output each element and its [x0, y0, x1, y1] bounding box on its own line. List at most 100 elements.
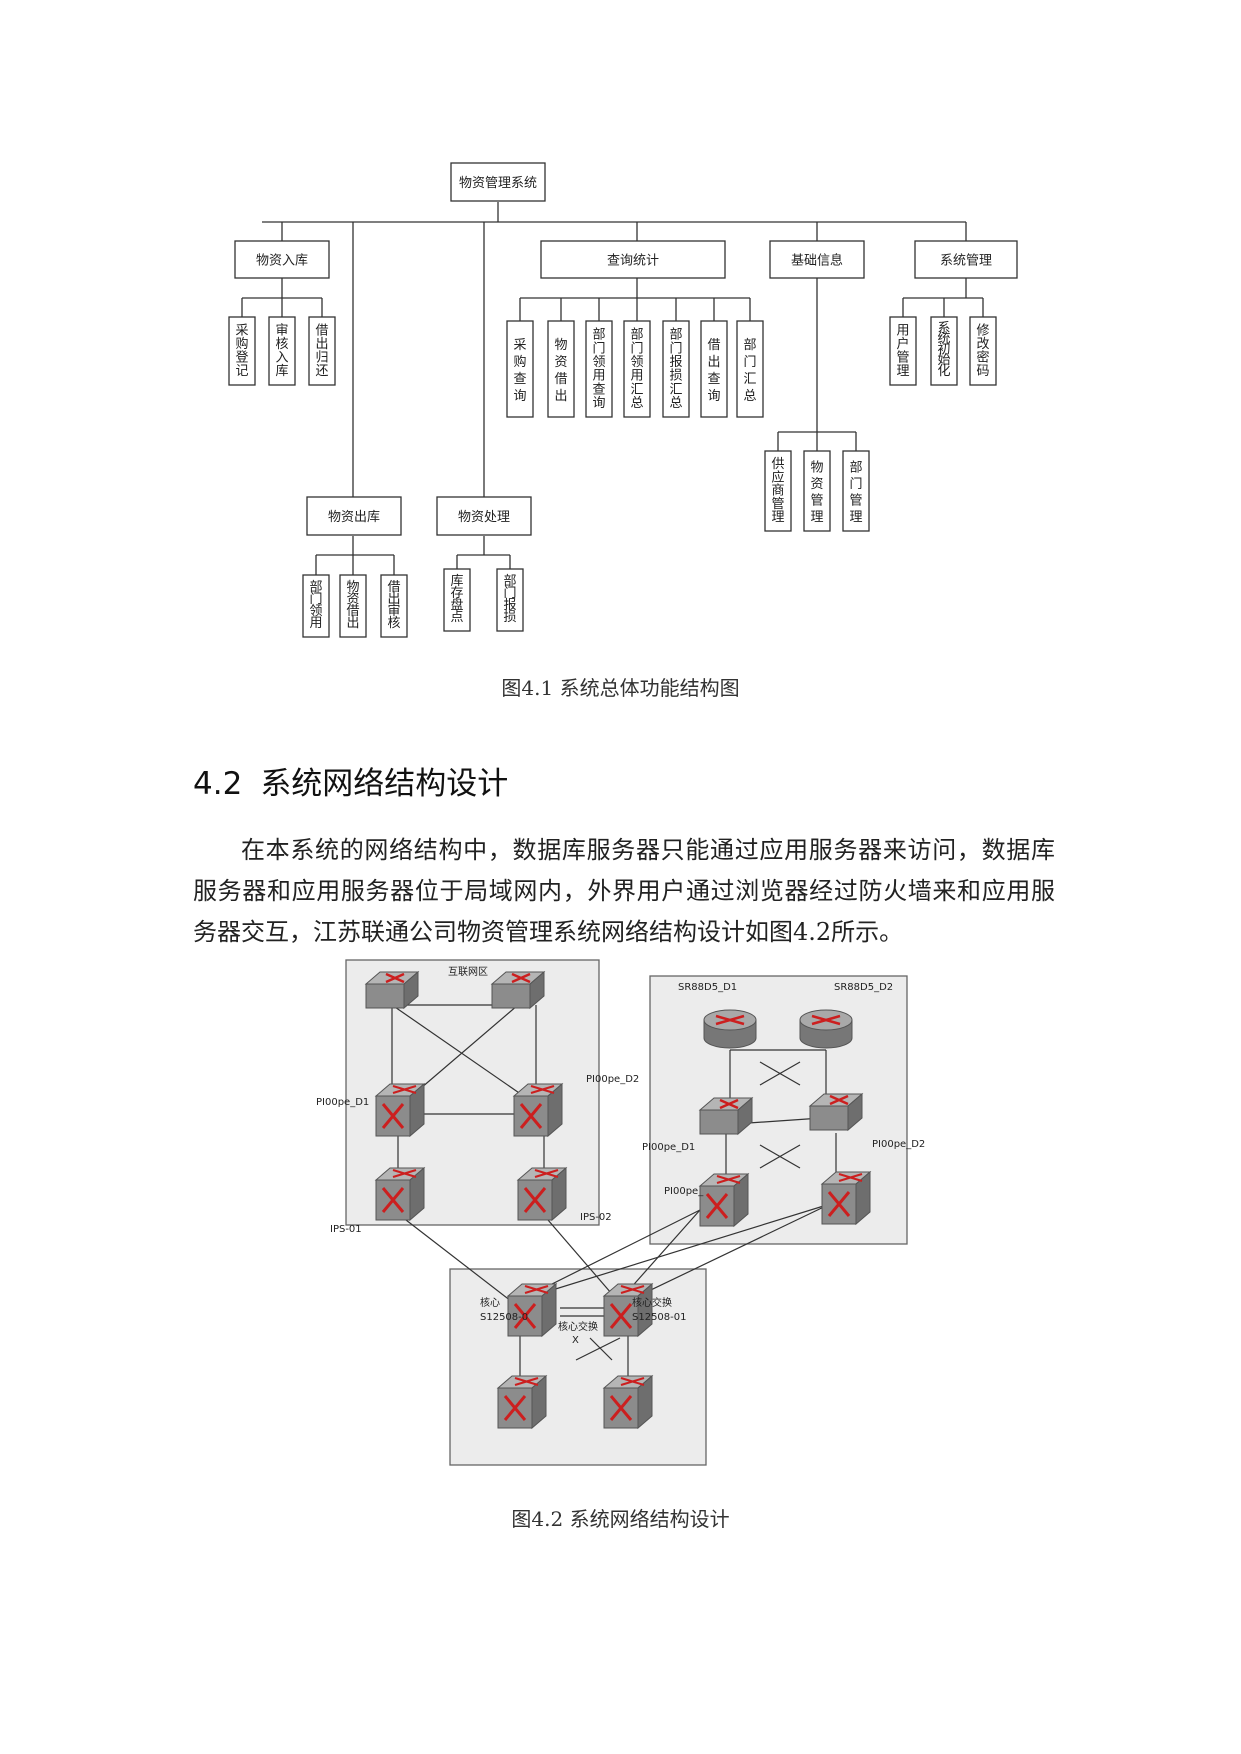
module-2-child-0-box — [443, 568, 471, 632]
module-1-child-0: 部门领用 — [309, 580, 322, 631]
label-pi-d1-left: PI00pe_D1 — [316, 1097, 369, 1108]
module-1-box — [306, 496, 402, 536]
module-5-child-0-box — [889, 316, 917, 386]
module-5-child-1: 系统初始化 — [937, 321, 950, 379]
zone-internet — [345, 959, 600, 1226]
router-zone-hub-1 — [698, 1096, 754, 1136]
module-2-child-1-box — [496, 568, 524, 632]
figure-caption-4-1: 图4.1 系统总体功能结构图 — [501, 676, 740, 700]
module-3-child-2-box — [585, 320, 613, 418]
module-3-box — [540, 240, 726, 279]
module-4-child-0-box — [764, 450, 792, 532]
router-sr-d2 — [798, 1008, 854, 1050]
router-sr-d1 — [702, 1008, 758, 1050]
label-core-right-a: 核心交换 — [632, 1296, 672, 1309]
module-3-child-1-box — [547, 320, 575, 418]
zone-internet-title: 互联网区 — [448, 966, 488, 978]
chart-root-box — [450, 162, 546, 202]
label-core-left-a: 核心 — [480, 1296, 500, 1309]
module-0-box — [234, 240, 330, 279]
module-0-child-2: 借出归还 — [315, 324, 328, 380]
module-1-child-1: 物资借出 — [346, 580, 359, 631]
module-2-box — [436, 496, 532, 536]
label-core-left-b: S12508-0 — [480, 1312, 528, 1323]
module-1-child-2-box — [380, 574, 408, 638]
label-core-right-b: S12508-01 — [632, 1312, 687, 1323]
module-3-child-0: 采购查询 — [513, 338, 526, 404]
module-3-child-3: 部门领用汇总 — [630, 328, 643, 411]
chart-root: 物资管理系统 — [459, 176, 537, 191]
module-1-child-0-box — [302, 574, 330, 638]
label-core-mid-a: 核心交换 — [558, 1320, 598, 1333]
zone-router — [649, 975, 908, 1245]
module-2-child-0: 库存盘点 — [450, 573, 463, 625]
module-0-child-0: 采购登记 — [235, 324, 248, 380]
module-1-child-1-box — [339, 574, 367, 638]
core-switch-left — [506, 1282, 558, 1338]
network-links — [391, 1004, 837, 1380]
module-3-child-0-box — [506, 320, 534, 418]
module-0-child-1-box — [268, 316, 296, 386]
module-5-box — [914, 240, 1018, 279]
label-pi-d2-left: PI00pe_D2 — [586, 1074, 639, 1085]
module-0-child-0-box — [228, 316, 256, 386]
internet-hub-1 — [364, 970, 420, 1010]
access-switch-right — [602, 1374, 654, 1430]
module-5-child-2-box — [969, 316, 997, 386]
label-pi-d1-right: PI00pe_D1 — [642, 1142, 695, 1153]
module-1: 物资出库 — [328, 509, 380, 525]
section-title-text: 系统网络结构设计 — [260, 766, 509, 802]
module-3-child-5: 借出查询 — [707, 338, 720, 404]
module-5: 系统管理 — [940, 254, 992, 269]
module-3-child-6: 部门汇总 — [743, 338, 756, 404]
connector-lines — [241, 202, 984, 575]
label-core-mid-b: X — [572, 1335, 579, 1346]
access-switch-left — [496, 1374, 548, 1430]
firewall-switch-d1 — [374, 1082, 426, 1138]
function-structure-chart: 物资管理系统物资入库采购登记审核入库借出归还物资出库部门领用物资借出借出审核物资… — [228, 162, 1018, 638]
module-3-child-4: 部门报损汇总 — [669, 328, 682, 411]
core-switch-right — [602, 1282, 654, 1338]
module-0: 物资入库 — [256, 253, 308, 269]
module-4-child-2: 部门管理 — [849, 461, 862, 526]
module-3-child-5-box — [700, 320, 728, 418]
label-sr-d2: SR88D5_D2 — [834, 982, 893, 993]
label-sr-d1: SR88D5_D1 — [678, 982, 737, 993]
module-3-child-1: 物资借出 — [554, 338, 567, 404]
ips-switch-01 — [374, 1166, 426, 1222]
module-2-child-1: 部门报损 — [503, 574, 516, 625]
router-zone-switch-1 — [698, 1172, 750, 1228]
module-4-box — [769, 240, 865, 279]
section-heading: 4.2 系统网络结构设计 — [193, 758, 508, 803]
label-ips-01: IPS-01 — [330, 1224, 362, 1235]
module-5-child-2: 修改密码 — [976, 324, 989, 380]
module-3: 查询统计 — [607, 254, 659, 269]
router-zone-hub-2 — [808, 1092, 864, 1132]
module-3-child-3-box — [623, 320, 651, 418]
chart-nodes: 物资管理系统物资入库采购登记审核入库借出归还物资出库部门领用物资借出借出审核物资… — [228, 162, 1018, 638]
internet-hub-2 — [490, 970, 546, 1010]
label-ips-02: IPS-02 — [580, 1212, 612, 1223]
module-3-child-6-box — [736, 320, 764, 418]
module-5-child-0: 用户管理 — [896, 324, 909, 380]
module-4-child-1: 物资管理 — [810, 461, 823, 526]
router-zone-switch-2 — [820, 1170, 872, 1226]
figure-caption-4-2: 图4.2 系统网络结构设计 — [511, 1507, 730, 1531]
module-4-child-1-box — [803, 450, 831, 532]
module-5-child-1-box — [930, 316, 958, 386]
label-pi-d2-right: PI00pe_D2 — [872, 1139, 925, 1150]
ips-switch-02 — [516, 1166, 568, 1222]
module-4-child-2-box — [842, 450, 870, 532]
zone-core — [449, 1268, 707, 1466]
module-4-child-0: 供应商管理 — [771, 457, 784, 525]
module-3-child-4-box — [662, 320, 690, 418]
module-0-child-2-box — [308, 316, 336, 386]
label-pi-mid: PI00pe_ — [664, 1186, 704, 1197]
body-paragraph: 在本系统的网络结构中，数据库服务器只能通过应用服务器来访问，数据库服务器和应用服… — [193, 836, 1055, 946]
section-number: 4.2 — [193, 766, 243, 802]
module-3-child-2: 部门领用查询 — [592, 328, 605, 411]
module-0-child-1: 审核入库 — [275, 324, 288, 380]
firewall-switch-d2 — [512, 1082, 564, 1138]
module-4: 基础信息 — [791, 253, 843, 269]
module-2: 物资处理 — [458, 510, 510, 525]
